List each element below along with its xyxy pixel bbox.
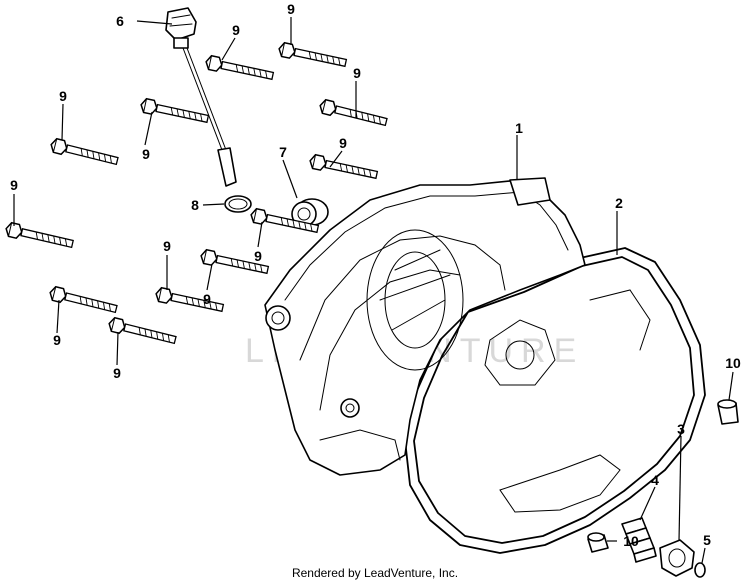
- callout-1: 1: [515, 120, 523, 136]
- callout-4: 4: [651, 472, 659, 488]
- callout-9-b: 9: [232, 22, 240, 38]
- callout-labels: 1 2 3 4 5 6 7 8 9 9 9 9 9 9 9 9 9 9 9 9 …: [10, 1, 741, 549]
- callout-9-j: 9: [203, 291, 211, 307]
- spring-part-4: [621, 517, 657, 563]
- callout-5: 5: [703, 532, 711, 548]
- oil-seal-part-7: [291, 198, 329, 227]
- dowel-pin-part-10-upper: [717, 399, 739, 425]
- oil-dipstick-part-6: [165, 7, 237, 187]
- clutch-cover-part-1: [264, 177, 586, 476]
- callout-6: 6: [116, 13, 124, 29]
- callout-8: 8: [191, 197, 199, 213]
- callout-7: 7: [279, 144, 287, 160]
- callout-9-e: 9: [142, 146, 150, 162]
- callout-9-c: 9: [353, 65, 361, 81]
- callout-10-b: 10: [623, 533, 639, 549]
- callout-10-a: 10: [725, 355, 741, 371]
- gasket-part-2: [404, 247, 706, 554]
- callout-9-k: 9: [53, 332, 61, 348]
- inner-gear-detail: [484, 319, 556, 386]
- o-ring-part-8: [224, 195, 252, 213]
- callout-9-i: 9: [163, 238, 171, 254]
- callout-2: 2: [615, 195, 623, 211]
- callout-9-g: 9: [10, 177, 18, 193]
- callout-9-h: 9: [254, 248, 262, 264]
- dowel-pin-part-10-lower: [587, 532, 609, 553]
- callout-9-l: 9: [113, 365, 121, 381]
- callout-9-d: 9: [59, 88, 67, 104]
- callout-9-a: 9: [287, 1, 295, 17]
- cap-part-3: [659, 539, 695, 577]
- leader-lines: [13, 17, 734, 564]
- callout-3: 3: [677, 421, 685, 437]
- footer-credit: Rendered by LeadVenture, Inc.: [291, 566, 459, 580]
- snap-ring-part-5: [694, 562, 706, 578]
- callout-9-f: 9: [339, 135, 347, 151]
